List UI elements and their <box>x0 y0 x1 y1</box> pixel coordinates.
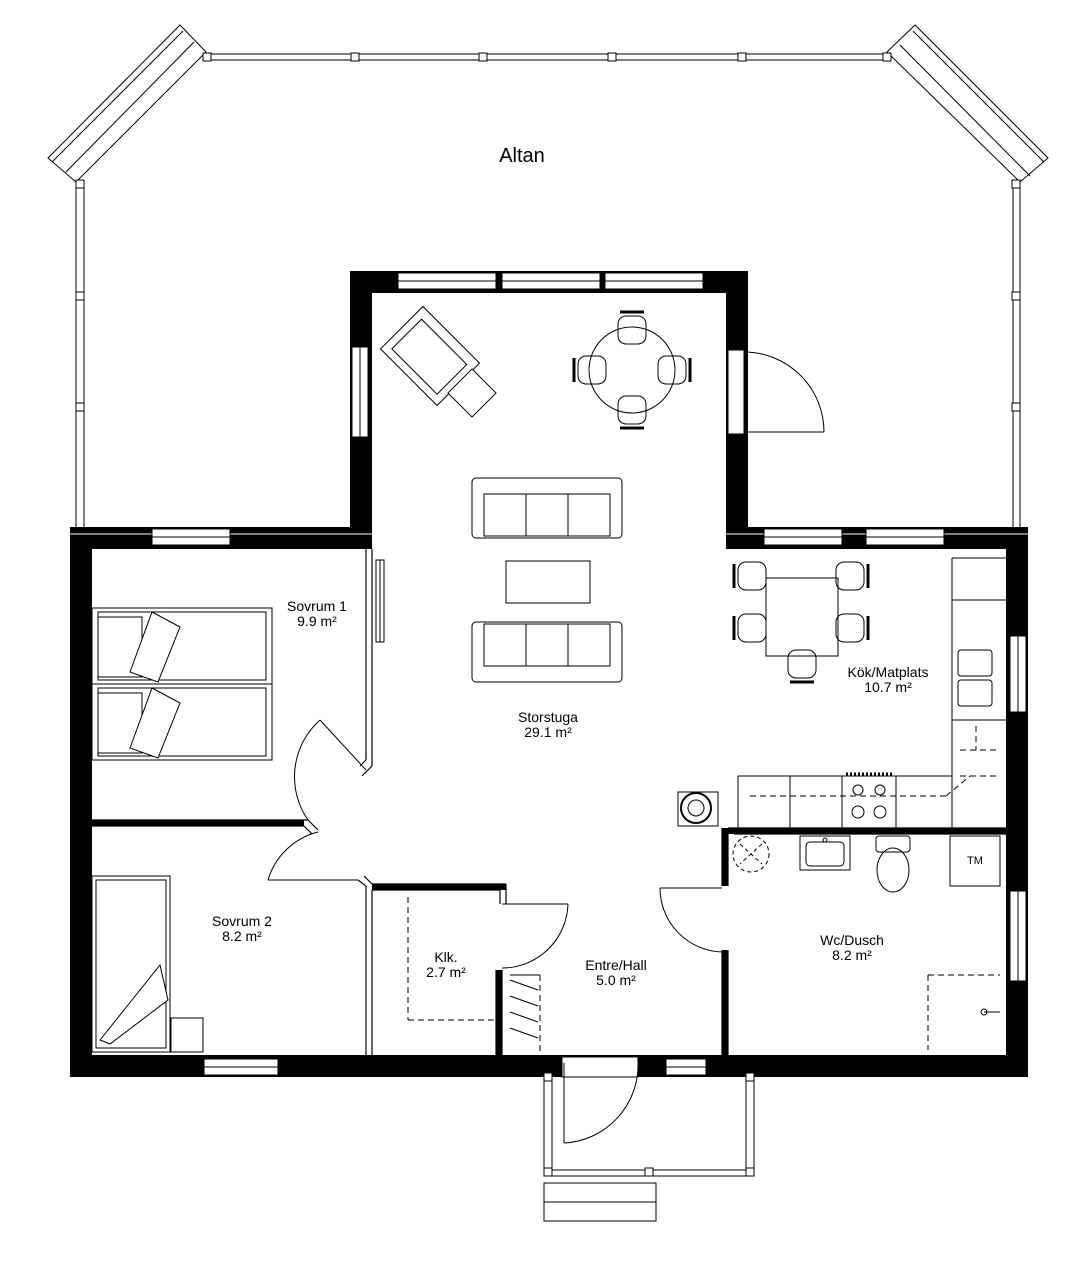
railing-posts <box>75 52 1021 412</box>
closet-shelves <box>407 897 541 1052</box>
porch-posts <box>543 1072 755 1177</box>
room-area: 2.7 m² <box>426 964 466 980</box>
coffee-table <box>505 560 591 604</box>
round-dining-table <box>572 310 692 430</box>
kitchen-dining-set <box>732 561 870 684</box>
room-name: Kök/Matplats <box>847 664 929 680</box>
room-area: 5.0 m² <box>596 972 636 988</box>
room-label-entre: Entre/Hall 5.0 m² <box>585 958 646 988</box>
room-area: 8.2 m² <box>222 928 262 944</box>
hanger-rack <box>509 974 540 1039</box>
bed-3 <box>91 875 204 1053</box>
room-name: Klk. <box>434 949 458 965</box>
bed-2 <box>91 683 273 761</box>
room-name: Sovrum 2 <box>212 913 272 929</box>
tumble-dryer-label: TM <box>967 854 983 869</box>
stove <box>841 772 897 829</box>
room-label-kok: Kök/Matplats 10.7 m² <box>848 665 929 695</box>
room-name: Storstuga <box>518 709 578 725</box>
shower-area <box>927 974 1000 1050</box>
room-area: 9.9 m² <box>297 613 337 629</box>
kitchen-counter-dashes <box>750 726 1000 797</box>
windows <box>151 272 1027 1076</box>
room-name: Wc/Dusch <box>820 932 884 948</box>
room-area: 10.7 m² <box>864 679 912 695</box>
room-label-storstuga: Storstuga 29.1 m² <box>518 710 578 740</box>
room-name: Altan <box>499 145 545 167</box>
bathroom-fixtures <box>799 835 1001 893</box>
sofa-top <box>471 477 623 539</box>
entrance-porch <box>543 1056 755 1222</box>
room-name: Entre/Hall <box>585 957 647 973</box>
bed-1 <box>91 607 273 685</box>
room-label-wc: Wc/Dusch 8.2 m² <box>820 933 884 963</box>
sofa-bottom <box>471 621 623 683</box>
room-label-sovrum2: Sovrum 2 8.2 m² <box>212 914 272 944</box>
tumble-dryer-text: TM <box>967 855 983 867</box>
washing-machine-dashed <box>732 835 770 873</box>
terrace-door <box>727 349 825 435</box>
wall-fills <box>92 820 1006 1055</box>
fireplace-stove <box>677 791 719 827</box>
interior-doors <box>267 559 723 969</box>
room-label-klk: Klk. 2.7 m² <box>426 950 466 980</box>
room-label-sovrum1: Sovrum 1 9.9 m² <box>287 599 347 629</box>
room-area: 29.1 m² <box>524 724 572 740</box>
armchair-set <box>379 305 497 418</box>
terrace-railing <box>47 24 1049 528</box>
shower-valve <box>980 1008 1000 1016</box>
room-name: Sovrum 1 <box>287 598 347 614</box>
room-label-altan: Altan <box>499 145 545 167</box>
room-area: 8.2 m² <box>832 947 872 963</box>
